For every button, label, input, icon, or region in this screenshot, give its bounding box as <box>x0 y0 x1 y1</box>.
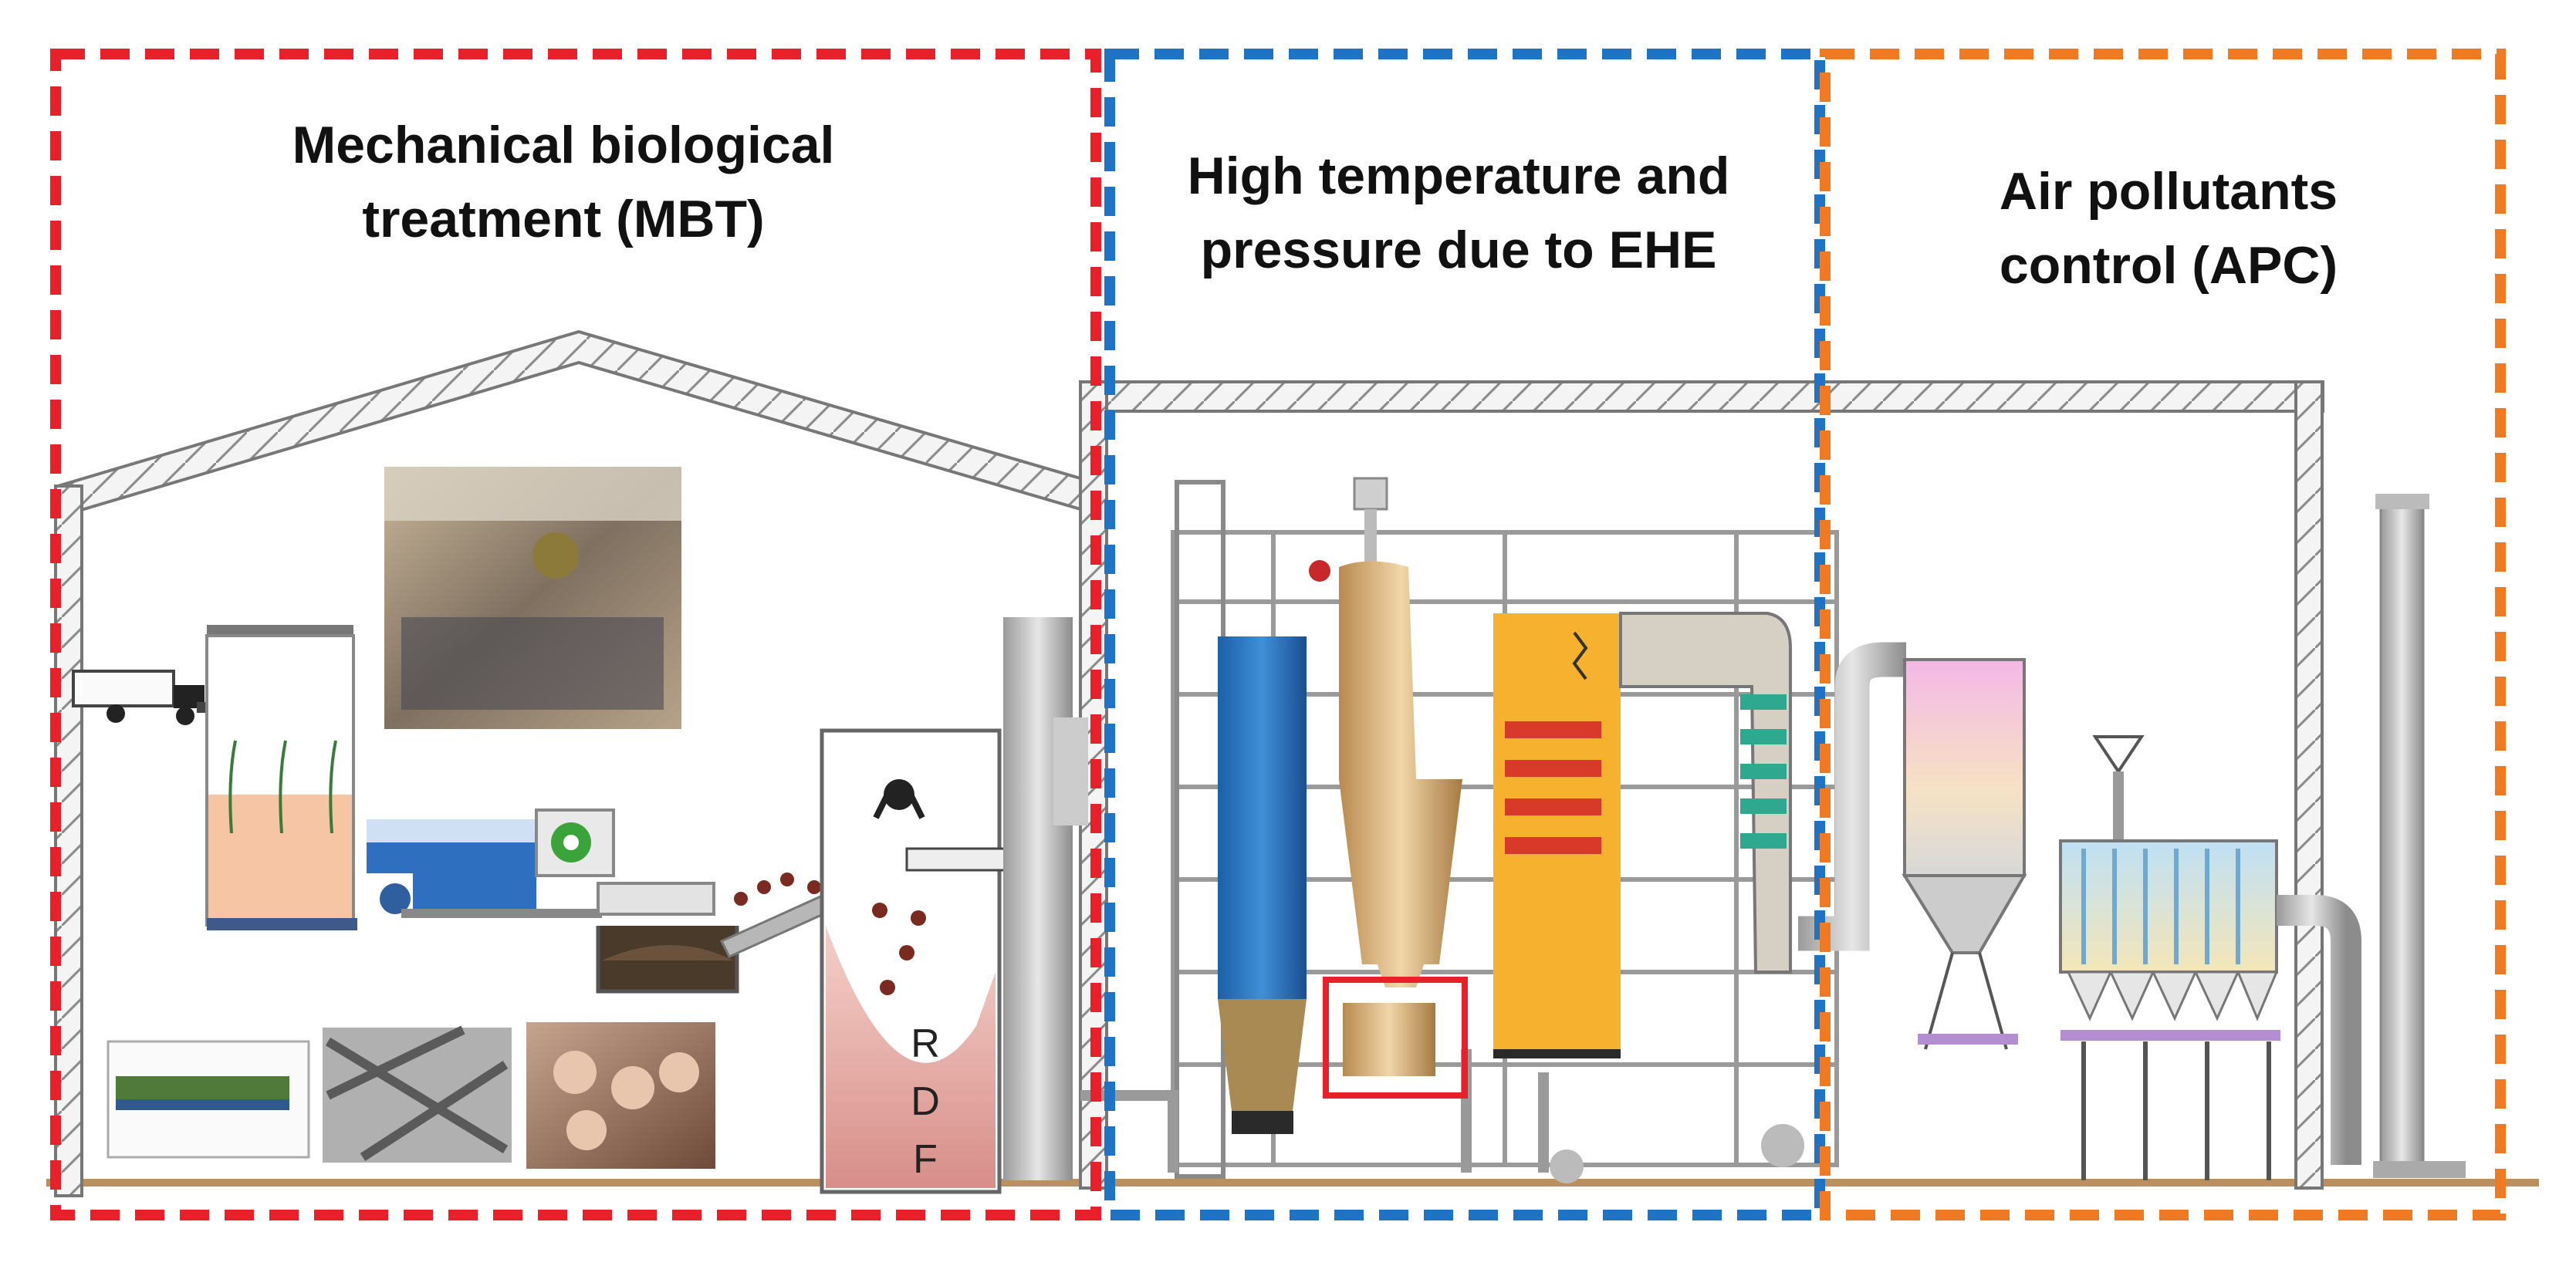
economizer-duct <box>1619 612 1792 974</box>
zone-border-apc <box>1820 49 2506 1220</box>
separator-photo <box>106 1040 310 1159</box>
blue-tower <box>1218 636 1307 999</box>
semi-dry-scrubber <box>1903 658 2026 877</box>
mbt-building: R D F <box>54 329 1082 1197</box>
zone-title-ehe: High temperature and pressure due to EHE <box>1187 147 1730 279</box>
biodrying-tank <box>205 625 357 930</box>
apc-equipment <box>1798 494 2466 1180</box>
rdf-letter-d: D <box>911 1079 940 1124</box>
boiler-building <box>1003 380 2324 1190</box>
zone-border-ehe <box>1104 49 1825 1220</box>
ground-line <box>46 1179 2539 1187</box>
shredder-machine <box>367 808 615 918</box>
zone-title-apc: Air pollutants control (APC) <box>1999 162 2338 295</box>
waste-pit-photo <box>384 467 681 729</box>
rdf-bunker <box>820 728 1016 1194</box>
heat-exchanger-boiler <box>1493 613 1621 1058</box>
furnace-highlight-box <box>1323 977 1468 1099</box>
stack-chimney <box>2379 504 2425 1170</box>
rdf-letter-r: R <box>911 1021 940 1066</box>
shaft-photo <box>323 1025 512 1163</box>
zone-border-mbt <box>50 49 1101 1220</box>
crusher-photo <box>526 1022 715 1169</box>
bag-filter <box>2059 839 2278 974</box>
zone-title-mbt: Mechanical biological treatment (MBT) <box>292 116 835 248</box>
cyclone-furnace <box>1339 561 1462 987</box>
screen-conveyor <box>596 873 851 994</box>
rdf-letter-f: F <box>913 1137 938 1182</box>
